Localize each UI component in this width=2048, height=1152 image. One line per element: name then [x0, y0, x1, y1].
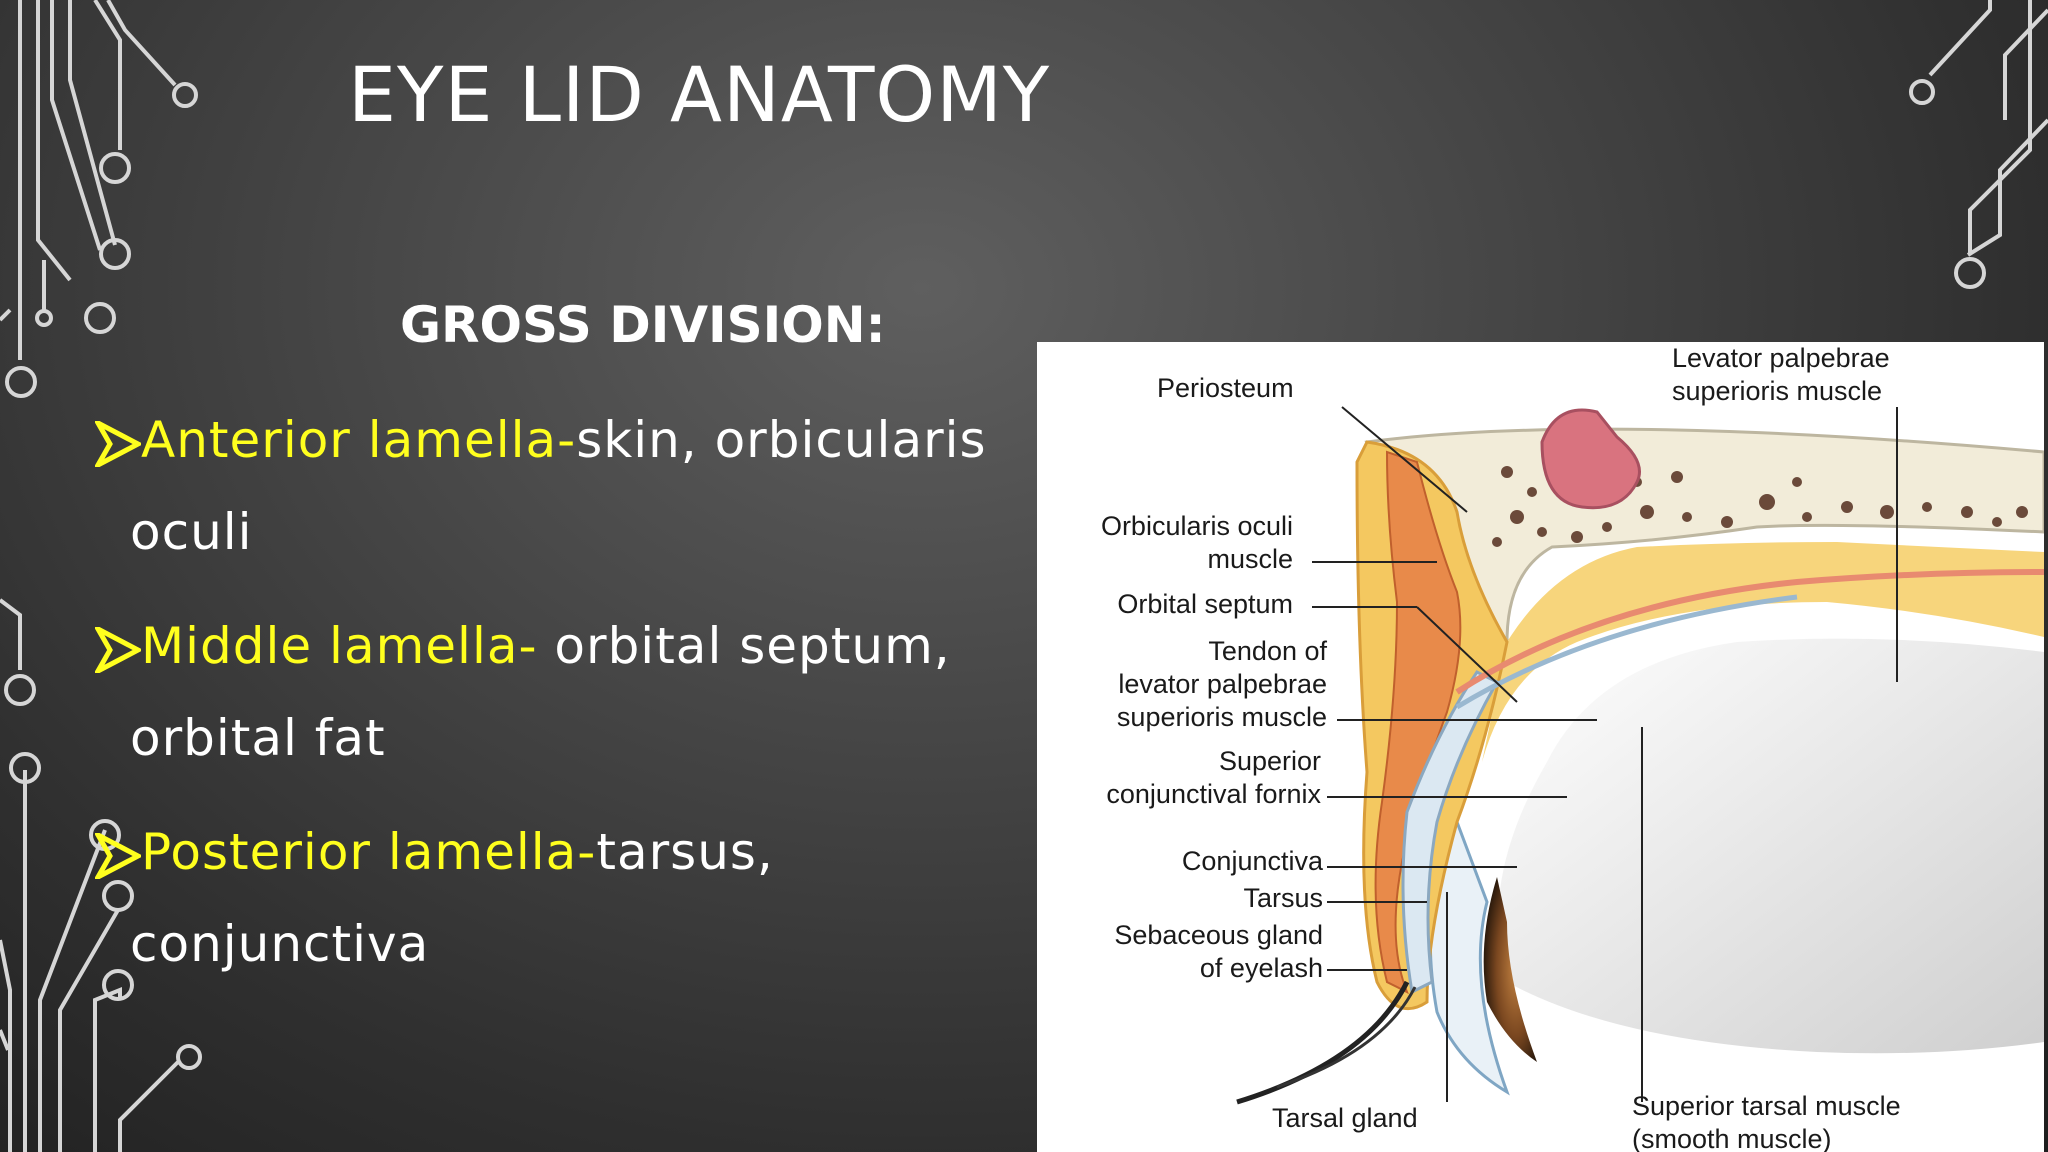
label-tendon-1: Tendon of	[1208, 636, 1327, 666]
arrow-bullet-icon	[95, 626, 141, 673]
label-tarsal-muscle-2: (smooth muscle)	[1632, 1124, 1832, 1152]
bullet-term: Anterior lamella-	[141, 411, 577, 469]
bullet-posterior-lamella: Posterior lamella-tarsus, conjunctiva	[95, 806, 995, 990]
label-levator-1: Levator palpebrae	[1672, 343, 1890, 373]
label-orbital-septum: Orbital septum	[1117, 589, 1293, 619]
slide-title: EYE LID ANATOMY	[348, 50, 1051, 139]
label-tendon-3: superioris muscle	[1116, 702, 1327, 732]
eyelid-illustration	[1236, 406, 2044, 1105]
section-subtitle: GROSS DIVISION:	[400, 296, 886, 354]
label-conjunctiva: Conjunctiva	[1181, 846, 1323, 876]
bullet-desc-continued: oculi	[130, 503, 253, 561]
bullet-desc: skin, orbicularis	[576, 411, 987, 469]
bullet-desc: orbital septum,	[537, 617, 951, 675]
bullet-desc-continued: orbital fat	[130, 709, 386, 767]
label-tarsal-muscle-1: Superior tarsal muscle	[1632, 1091, 1901, 1121]
label-levator-2: superioris muscle	[1672, 376, 1883, 406]
label-fornix-2: conjunctival fornix	[1106, 779, 1321, 809]
label-sebaceous-1: Sebaceous gland	[1114, 920, 1323, 950]
label-tendon-2: levator palpebrae	[1118, 669, 1327, 699]
label-sebaceous-2: of eyelash	[1199, 953, 1323, 983]
label-orbicularis-2: muscle	[1207, 544, 1293, 574]
arrow-bullet-icon	[95, 420, 141, 467]
label-tarsal-gland: Tarsal gland	[1272, 1103, 1418, 1133]
bullet-middle-lamella: Middle lamella- orbital septum, orbital …	[95, 600, 995, 784]
arrow-bullet-icon	[95, 832, 141, 879]
bullet-term: Middle lamella-	[141, 617, 538, 675]
bullet-anterior-lamella: Anterior lamella-skin, orbicularis oculi	[95, 394, 995, 578]
label-tarsus: Tarsus	[1243, 883, 1323, 913]
label-periosteum: Periosteum	[1157, 373, 1294, 403]
eyelid-anatomy-diagram: Periosteum Levator palpebrae superioris …	[1037, 342, 2044, 1152]
bullet-term: Posterior lamella-	[141, 823, 597, 881]
bullet-desc: tarsus,	[596, 823, 774, 881]
label-fornix-1: Superior	[1218, 746, 1321, 776]
bullet-desc-continued: conjunctiva	[130, 915, 430, 973]
label-orbicularis-1: Orbicularis oculi	[1100, 511, 1293, 541]
